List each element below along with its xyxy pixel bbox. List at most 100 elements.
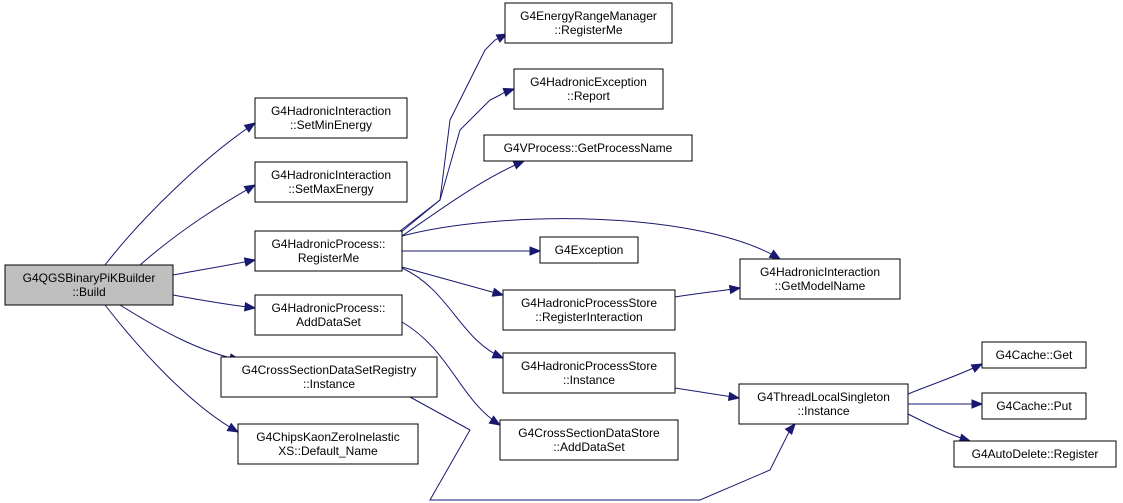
arrowhead-icon <box>727 391 741 402</box>
node-n5[interactable]: G4CrossSectionDataSetRegistry::Instance <box>220 356 438 398</box>
node-label: G4HadronicInteraction <box>271 168 391 182</box>
node-box[interactable] <box>981 392 1087 420</box>
arrowhead-icon <box>768 249 782 260</box>
edge-n3-n12 <box>401 266 505 297</box>
node-label: G4HadronicProcessStore <box>521 359 657 373</box>
node-box[interactable] <box>483 134 693 162</box>
node-n7[interactable]: G4EnergyRangeManager::RegisterMe <box>504 2 673 44</box>
node-box[interactable] <box>237 423 419 465</box>
node-n1[interactable]: G4HadronicInteraction::SetMinEnergy <box>254 97 408 139</box>
edge-n3-n10 <box>402 246 542 256</box>
node-box[interactable] <box>504 2 673 44</box>
node-label: G4ThreadLocalSingleton <box>757 390 890 404</box>
node-n13[interactable]: G4HadronicProcessStore::Instance <box>502 352 676 394</box>
edge-line <box>119 304 241 361</box>
node-box[interactable] <box>539 236 639 264</box>
node-label: ::Instance <box>563 373 615 387</box>
node-label: AddDataSet <box>296 315 361 329</box>
node-box[interactable] <box>254 230 403 272</box>
node-label: ::RegisterMe <box>554 23 622 37</box>
call-edges <box>104 33 984 501</box>
edge-line <box>401 321 501 426</box>
edge-n14-n16 <box>907 363 984 395</box>
node-box[interactable] <box>254 97 408 139</box>
node-label: G4CrossSectionDataSetRegistry <box>242 363 417 377</box>
node-n18[interactable]: G4AutoDelete::Register <box>953 440 1117 468</box>
node-n11[interactable]: G4HadronicInteraction::GetModelName <box>739 258 901 300</box>
edge-n0-n6 <box>104 304 240 433</box>
node-label: ::SetMinEnergy <box>290 118 372 132</box>
node-n12[interactable]: G4HadronicProcessStore::RegisterInteract… <box>502 289 676 331</box>
node-n8[interactable]: G4HadronicException::Report <box>513 68 664 110</box>
node-label: G4HadronicException <box>530 75 647 89</box>
node-label: G4CrossSectionDataStore <box>518 426 660 440</box>
node-label: G4AutoDelete::Register <box>972 447 1099 461</box>
node-box[interactable] <box>254 161 408 203</box>
node-n0[interactable]: G4QGSBinaryPiKBuilder::Build <box>4 264 174 306</box>
arrowhead-icon <box>971 399 984 409</box>
edge-n3-n11 <box>401 218 782 260</box>
edge-n12-n11 <box>674 284 742 298</box>
node-n4[interactable]: G4HadronicProcess::AddDataSet <box>254 294 403 336</box>
edge-line <box>172 294 256 309</box>
node-n9[interactable]: G4VProcess::GetProcessName <box>483 134 693 162</box>
node-n14[interactable]: G4ThreadLocalSingleton::Instance <box>738 383 909 425</box>
arrowhead-icon <box>226 422 240 433</box>
node-n3[interactable]: G4HadronicProcess::RegisterMe <box>254 230 403 272</box>
node-label: G4HadronicProcess:: <box>271 237 385 251</box>
arrowhead-icon <box>784 422 796 436</box>
arrowhead-icon <box>488 415 502 426</box>
node-box[interactable] <box>499 419 679 461</box>
edge-line <box>401 266 504 296</box>
node-label: ::SetMaxEnergy <box>288 182 373 196</box>
edge-line <box>104 122 256 266</box>
node-box[interactable] <box>4 264 174 306</box>
edge-n0-n3 <box>172 257 257 276</box>
node-label: G4ChipsKaonZeroInelastic <box>256 430 399 444</box>
node-box[interactable] <box>513 68 664 110</box>
node-n15[interactable]: G4CrossSectionDataStore::AddDataSet <box>499 419 679 461</box>
edge-n14-n18 <box>907 413 972 443</box>
node-label: G4VProcess::GetProcessName <box>504 141 673 155</box>
edge-n0-n4 <box>172 294 257 312</box>
edge-n3-n7 <box>399 33 509 232</box>
node-label: ::GetModelName <box>775 279 866 293</box>
node-n16[interactable]: G4Cache::Get <box>981 341 1087 369</box>
node-label: G4HadronicInteraction <box>271 104 391 118</box>
call-nodes: G4QGSBinaryPiKBuilder::Build G4HadronicIn… <box>4 2 1117 468</box>
node-n2[interactable]: G4HadronicInteraction::SetMaxEnergy <box>254 161 408 203</box>
node-label: G4HadronicProcess:: <box>271 301 385 315</box>
node-box[interactable] <box>981 341 1087 369</box>
arrowhead-icon <box>728 284 742 295</box>
node-label: ::AddDataSet <box>553 440 625 454</box>
arrowhead-icon <box>491 349 505 359</box>
node-n17[interactable]: G4Cache::Put <box>981 392 1087 420</box>
edge-line <box>401 267 504 359</box>
arrowhead-icon <box>512 160 526 170</box>
node-box[interactable] <box>254 294 403 336</box>
edge-line <box>401 218 781 260</box>
edge-line <box>401 160 525 237</box>
arrowhead-icon <box>495 33 509 43</box>
node-box[interactable] <box>953 440 1117 468</box>
node-box[interactable] <box>739 258 901 300</box>
node-box[interactable] <box>220 356 438 398</box>
arrowhead-icon <box>502 87 516 97</box>
arrowhead-icon <box>529 246 542 256</box>
node-box[interactable] <box>738 383 909 425</box>
node-box[interactable] <box>502 289 676 331</box>
arrowhead-icon <box>244 302 257 312</box>
node-box[interactable] <box>502 352 676 394</box>
node-label: G4HadronicProcessStore <box>521 296 657 310</box>
node-label: G4EnergyRangeManager <box>520 9 657 23</box>
edge-n0-n2 <box>139 184 257 266</box>
edge-line <box>104 304 239 433</box>
edge-n3-n13 <box>401 267 505 359</box>
edge-n0-n1 <box>104 122 257 266</box>
edge-n0-n5 <box>119 304 242 363</box>
node-label: ::Build <box>72 285 105 299</box>
node-n10[interactable]: G4Exception <box>539 236 639 264</box>
node-label: G4Exception <box>555 243 624 257</box>
